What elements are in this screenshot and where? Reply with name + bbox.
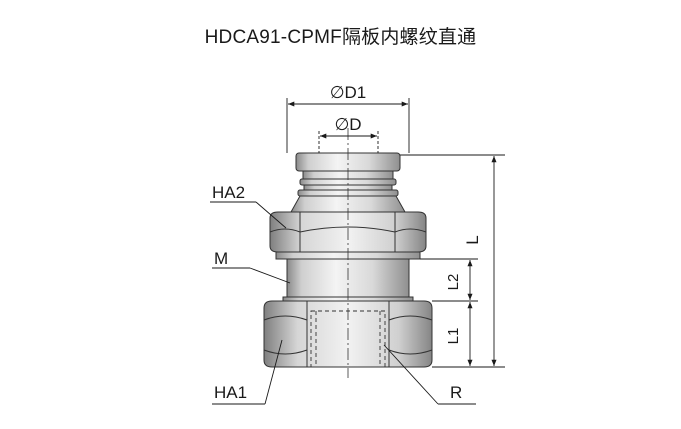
leader-m — [212, 267, 291, 284]
dimension-l1-label: L1 — [445, 328, 462, 345]
dimension-d1 — [286, 98, 410, 153]
leader-ha1 — [212, 339, 283, 405]
dimension-d1-label: ∅D1 — [330, 83, 367, 102]
dimension-l2 — [420, 258, 478, 302]
dimension-l2-label: L2 — [445, 274, 462, 291]
dimension-l-label: L — [463, 235, 482, 244]
dimension-l — [400, 154, 505, 368]
label-ha1: HA1 — [214, 383, 247, 402]
diagram-title: HDCA91-CPMF隔板内螺纹直通 — [204, 27, 477, 48]
dimension-d — [318, 131, 379, 153]
dimension-d-label: ∅D — [334, 115, 361, 134]
leader-ha2 — [210, 201, 287, 229]
leader-r — [383, 344, 476, 405]
label-ha2: HA2 — [212, 183, 245, 202]
label-m: M — [214, 249, 228, 268]
label-r: R — [450, 383, 462, 402]
